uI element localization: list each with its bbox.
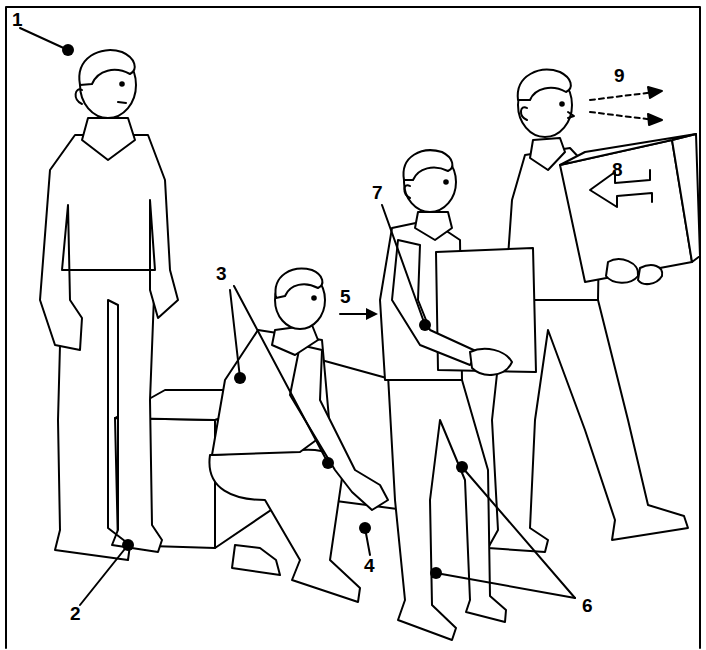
frame [6,7,700,648]
rising-man [380,150,506,640]
arm [392,240,478,365]
hand [470,349,512,375]
callout-number: 4 [364,556,375,575]
standing-man [40,50,178,560]
arrow-heads [648,87,662,125]
callout-number: 9 [614,66,625,85]
callout-number: 2 [70,604,81,623]
callout-number: 3 [216,264,227,283]
leader-lines [20,28,575,605]
gaze-arrows [590,92,655,120]
callout-number: 8 [612,160,623,179]
callout-number: 6 [582,596,593,615]
callout-number: 7 [372,183,383,202]
callout-number: 1 [12,10,23,29]
leader-dots [62,44,468,579]
callout-number: 5 [340,287,351,306]
squatting-man [209,269,388,602]
carried-box [560,134,700,284]
